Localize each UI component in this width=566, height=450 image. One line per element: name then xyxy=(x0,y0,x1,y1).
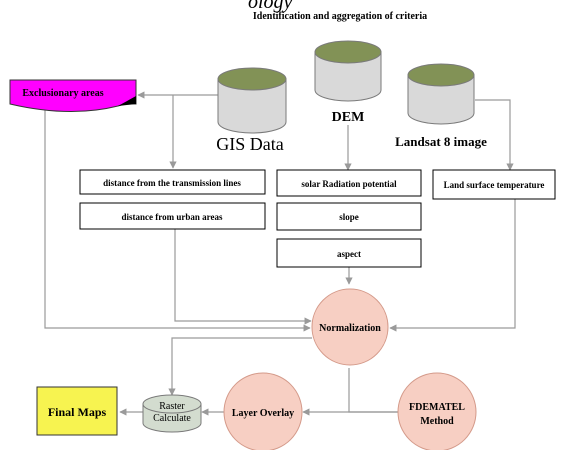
lst-box xyxy=(432,169,556,200)
diagram-subtitle: Identification and aggregation of criter… xyxy=(253,11,427,22)
transmission-label: distance from the transmission lines xyxy=(103,178,241,188)
normalization-label: Normalization xyxy=(319,323,381,334)
urban-label: distance from urban areas xyxy=(122,212,223,222)
gis-cylinder-body xyxy=(217,78,287,134)
urban-box xyxy=(79,202,266,230)
raster-label-line1: Raster xyxy=(159,401,185,412)
partial-title: ology xyxy=(248,0,293,13)
connector-lst-normalization xyxy=(389,199,516,332)
raster-calculate-node xyxy=(142,394,202,433)
aspect-box xyxy=(276,238,422,268)
connector-normalization-fdematel xyxy=(348,368,398,413)
solar-label: solar Radiation potential xyxy=(301,179,397,189)
exclusionary-areas-label: Exclusionary areas xyxy=(22,88,103,99)
raster-node-top xyxy=(142,394,202,414)
dem-cylinder-top xyxy=(314,40,382,64)
dem-cylinder xyxy=(314,40,382,102)
solar-box xyxy=(276,169,422,197)
gis-data-label: GIS Data xyxy=(216,134,283,154)
slope-label: slope xyxy=(339,212,359,222)
layer-overlay-node xyxy=(223,372,303,450)
raster-label-line2: Calculate xyxy=(153,413,191,424)
connector-lines xyxy=(44,91,516,416)
connector-normalization-raster xyxy=(168,337,312,396)
landsat-cylinder xyxy=(407,63,475,125)
layer-overlay-label: Layer Overlay xyxy=(232,408,294,419)
gis-cylinder-top xyxy=(217,67,287,91)
exclusionary-corner xyxy=(118,96,136,106)
gis-data-cylinder xyxy=(217,67,287,134)
aspect-label: aspect xyxy=(337,249,361,259)
exclusionary-areas-shape xyxy=(9,79,137,113)
final-maps-label: Final Maps xyxy=(48,405,107,419)
lst-label: Land surface temperature xyxy=(444,180,545,190)
normalization-node xyxy=(311,288,389,366)
dem-label: DEM xyxy=(332,110,365,125)
fdematel-label-line2: Method xyxy=(420,416,454,427)
final-maps-box xyxy=(36,386,118,436)
landsat-cylinder-top xyxy=(407,63,475,87)
connector-urban-normalization xyxy=(174,229,312,325)
slope-box xyxy=(276,202,422,231)
fdematel-node xyxy=(397,372,477,450)
dem-cylinder-body xyxy=(314,51,382,102)
fdematel-label-line1: FDEMATEL xyxy=(409,402,465,413)
connector-exclusionary-normalization xyxy=(44,105,311,332)
landsat-label: Landsat 8 image xyxy=(395,134,487,149)
connector-landsat-lst xyxy=(475,99,514,171)
transmission-box xyxy=(79,169,266,195)
landsat-cylinder-body xyxy=(407,74,475,125)
